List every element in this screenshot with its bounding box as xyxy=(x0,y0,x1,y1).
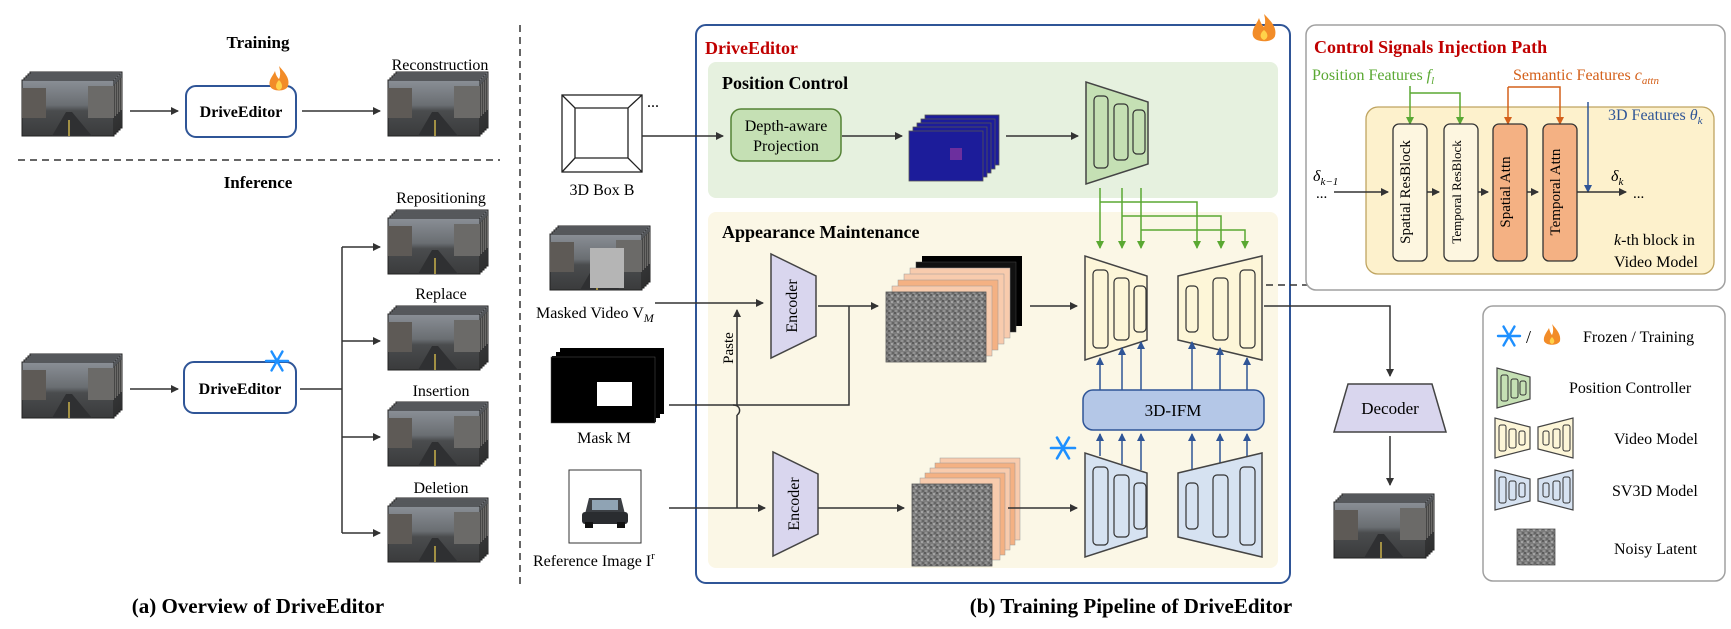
snowflake-icon xyxy=(1049,436,1077,460)
depth-projection-box xyxy=(730,108,842,162)
legend-noisy-latent-icon xyxy=(1516,528,1556,566)
decoder-box xyxy=(1333,383,1447,433)
depth-projection-line1: Depth-aware xyxy=(745,118,828,135)
spatial-attn-label: Spatial Attn xyxy=(1498,156,1514,228)
ifm-box xyxy=(1082,389,1265,431)
repositioning-stack xyxy=(388,210,488,274)
encoder-label-1: Encoder xyxy=(784,279,801,333)
position-feature-lines xyxy=(1406,86,1464,125)
legend-video-model-icon xyxy=(1494,417,1574,459)
input-video-stack-inference xyxy=(22,354,122,418)
legend-noisy-latent: Noisy Latent xyxy=(1614,541,1698,558)
drive-editor-title: DriveEditor xyxy=(705,38,798,58)
encoder-masked: Encoder xyxy=(770,252,817,360)
box-ellipsis: ... xyxy=(647,94,659,111)
kth-block-line1: k-th block in xyxy=(1614,232,1695,249)
semantic-features-label: Semantic Features cattn xyxy=(1513,67,1659,87)
training-title: Training xyxy=(227,33,290,52)
caption-b: (b) Training Pipeline of DriveEditor xyxy=(970,594,1292,618)
encoder-reference: Encoder xyxy=(772,450,819,558)
ifm-arrows xyxy=(1096,341,1251,470)
drive-editor-box-training xyxy=(185,85,297,138)
depth-projection-line2: Projection xyxy=(753,138,819,155)
control-signals-panel: Control Signals Injection Path Position … xyxy=(1305,24,1726,291)
reconstruction-stack xyxy=(388,72,488,136)
3d-features-label: 3D Features θk xyxy=(1608,107,1704,127)
deletion-stack xyxy=(388,498,488,562)
position-controller-encoder xyxy=(1085,80,1149,186)
snowflake-icon xyxy=(1496,325,1522,347)
position-feature-injections xyxy=(1096,188,1249,249)
control-title: Control Signals Injection Path xyxy=(1314,37,1547,57)
panel-b: ... 3D Box B Masked Video VM Mask M Refe… xyxy=(533,14,1447,618)
appearance-maintenance-title: Appearance Maintenance xyxy=(722,222,919,242)
masked-video-stack xyxy=(550,226,650,290)
input-video-stack-training xyxy=(22,72,122,136)
legend-panel: / Frozen / Training Position Controller … xyxy=(1482,305,1726,582)
semantic-feature-lines xyxy=(1504,86,1564,125)
fire-icon xyxy=(1252,14,1276,42)
position-control-title: Position Control xyxy=(722,73,848,93)
fire-icon xyxy=(1543,324,1561,345)
temporal-attn-label: Temporal Attn xyxy=(1548,148,1564,235)
ifm-label: 3D-IFM xyxy=(1145,401,1202,420)
delta-in-label: δk−1 xyxy=(1313,168,1338,188)
delta-out-label: δk xyxy=(1611,168,1624,188)
caption-a: (a) Overview of DriveEditor xyxy=(132,594,385,618)
position-features-label: Position Features fl xyxy=(1312,67,1434,87)
legend-video-model: Video Model xyxy=(1614,431,1698,448)
3d-box-icon xyxy=(561,94,643,173)
spatial-resblock-label: Spatial ResBlock xyxy=(1398,140,1414,244)
reference-label: Reference Image Ir xyxy=(533,550,655,570)
drive-editor-label-inference: DriveEditor xyxy=(199,381,282,398)
output-video-stack xyxy=(1334,494,1434,558)
video-model xyxy=(1084,254,1263,362)
delta-in-ellipsis: ... xyxy=(1316,186,1327,202)
reconstruction-label: Reconstruction xyxy=(392,57,489,74)
delta-out-ellipsis: ... xyxy=(1633,186,1644,202)
fire-icon xyxy=(269,66,289,91)
legend-sv3d-model-icon xyxy=(1494,469,1574,511)
task-deletion: Deletion xyxy=(413,480,468,497)
panel-a: Training DriveEditor Reconstruction Infe… xyxy=(18,33,500,618)
task-insertion: Insertion xyxy=(413,383,470,400)
drive-editor-label-training: DriveEditor xyxy=(200,104,283,121)
sv3d-model xyxy=(1084,451,1263,559)
box-label: 3D Box B xyxy=(570,182,635,199)
paste-label: Paste xyxy=(721,332,737,364)
replace-stack xyxy=(388,306,488,370)
task-repositioning: Repositioning xyxy=(396,190,486,207)
flow-lines xyxy=(655,299,1394,512)
legend-frozen-training: Frozen / Training xyxy=(1583,329,1694,346)
mask-label: Mask M xyxy=(577,430,631,447)
drive-editor-box-inference xyxy=(183,361,297,414)
legend-slash: / xyxy=(1526,327,1531,347)
latent-stack-masked xyxy=(885,256,1022,363)
snowflake-icon xyxy=(264,350,290,372)
mask-stack xyxy=(550,348,664,424)
latent-stack-reference xyxy=(911,457,1021,567)
task-replace: Replace xyxy=(415,286,467,303)
inference-title: Inference xyxy=(224,173,293,192)
temporal-resblock-label: Temporal ResBlock xyxy=(1449,140,1464,244)
insertion-stack xyxy=(388,402,488,466)
legend-position-controller-icon xyxy=(1496,367,1531,409)
decoder-label: Decoder xyxy=(1361,399,1419,418)
legend-sv3d-model: SV3D Model xyxy=(1612,483,1698,500)
car-icon xyxy=(582,498,628,528)
kth-block-line2: Video Model xyxy=(1614,254,1698,271)
projection-maps-stack xyxy=(908,114,1000,182)
legend-position-controller: Position Controller xyxy=(1569,380,1692,397)
masked-video-label: Masked Video VM xyxy=(536,305,655,325)
encoder-label-2: Encoder xyxy=(786,477,803,531)
